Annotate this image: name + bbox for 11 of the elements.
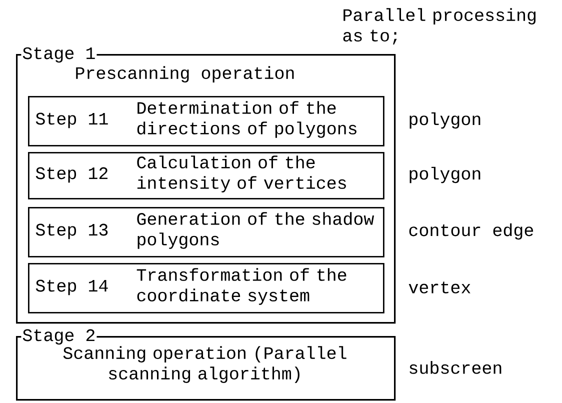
step-box: Step 12 Calculation of the intensity of vertices (28, 152, 384, 200)
stage-box: Stage 2 Scanning operation (Parallel scanning algorithm) (16, 328, 396, 401)
step-box: Step 13 Generation of the shadow polygons (28, 207, 384, 258)
step-box: Step 14 Transformation of the coordinate system (28, 262, 384, 314)
side-label: vertex (408, 282, 470, 294)
column-heading: Parallel processing as to; (343, 8, 536, 44)
side-label: polygon (410, 166, 480, 184)
step-box: Step 11 Determination of the directions of polygons (28, 96, 384, 146)
side-label: subscreen (410, 361, 502, 374)
side-label: contour edge (409, 223, 534, 240)
side-label: polygon (410, 112, 480, 129)
